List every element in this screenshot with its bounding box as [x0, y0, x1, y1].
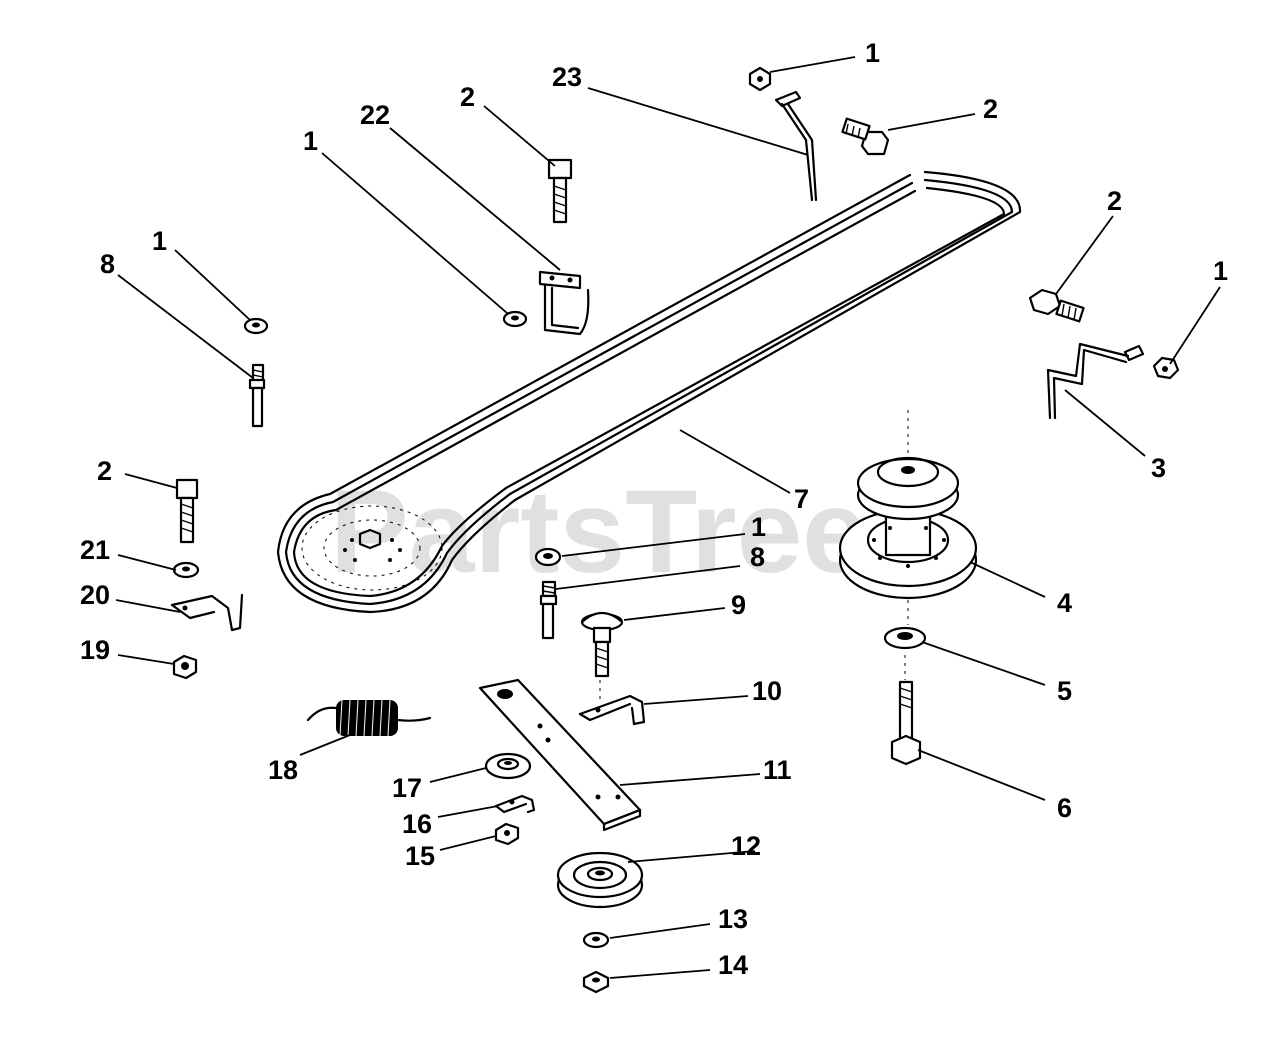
callout-c21: 21 [80, 535, 110, 565]
hex-nut [502, 310, 528, 328]
washer [172, 561, 200, 579]
watermark: PartsTree [330, 466, 868, 598]
belt-keeper-clip [494, 794, 536, 814]
lock-nut [172, 654, 198, 680]
callout-c23: 23 [552, 62, 582, 92]
callout-c1b: 1 [303, 126, 318, 156]
stud [248, 363, 266, 428]
double-pulley [838, 410, 978, 625]
hex-nut [582, 970, 610, 994]
callout-c8a: 8 [100, 249, 115, 279]
extension-spring [306, 699, 432, 737]
callout-c6: 6 [1057, 793, 1072, 823]
callout-c2c: 2 [1107, 186, 1122, 216]
belt-guide-rod [1046, 342, 1145, 420]
hex-nut [494, 822, 520, 846]
spacer-washer [484, 752, 532, 780]
belt-guide-bracket [538, 270, 590, 336]
callout-c7: 7 [794, 484, 809, 514]
hex-bolt [175, 478, 199, 544]
callout-c15: 15 [405, 841, 435, 871]
hex-bolt [841, 117, 890, 156]
callout-c2d: 2 [97, 456, 112, 486]
drive-belt [276, 170, 1022, 614]
callout-labels: 1 23 2 2 22 1 1 8 2 1 3 7 2 1 8 21 4 20 … [80, 38, 1228, 980]
washer [582, 931, 610, 949]
leader-lines [115, 56, 1221, 979]
hex-nut [534, 547, 562, 567]
carriage-bolt [580, 611, 624, 678]
callout-c18: 18 [268, 755, 298, 785]
callout-c14: 14 [718, 950, 748, 980]
callout-c2a: 2 [983, 94, 998, 124]
callout-c11: 11 [763, 755, 792, 785]
callout-c8b: 8 [750, 542, 765, 572]
hex-nut [748, 66, 772, 92]
callout-c12: 12 [731, 831, 761, 861]
belt-guide-rod [774, 90, 818, 202]
hex-bolt [890, 655, 922, 766]
callout-c20: 20 [80, 580, 110, 610]
callout-c1c: 1 [152, 226, 167, 256]
callout-c9: 9 [731, 590, 746, 620]
callout-c1d: 1 [1213, 256, 1228, 286]
idler-pulley [556, 851, 644, 909]
callout-c3: 3 [1151, 453, 1166, 483]
callout-c19: 19 [80, 635, 110, 665]
spring-bracket [578, 680, 646, 726]
callout-c22: 22 [360, 100, 390, 130]
idler-arm [478, 678, 642, 832]
stud [539, 580, 558, 640]
callout-c17: 17 [392, 773, 422, 803]
hex-bolt [547, 158, 573, 224]
hex-nut [1152, 356, 1180, 380]
callout-c13: 13 [718, 904, 748, 934]
hex-nut [243, 317, 269, 335]
washer [883, 626, 927, 650]
callout-c5: 5 [1057, 676, 1072, 706]
callout-c10: 10 [752, 676, 782, 706]
callout-c4: 4 [1057, 588, 1072, 618]
callout-c1e: 1 [751, 512, 766, 542]
hex-bolt [1028, 288, 1085, 323]
mounting-bracket [170, 593, 244, 632]
callout-c2b: 2 [460, 82, 475, 112]
engine-pulley [301, 505, 443, 591]
callout-c16: 16 [402, 809, 432, 839]
callout-c1a: 1 [865, 38, 880, 68]
